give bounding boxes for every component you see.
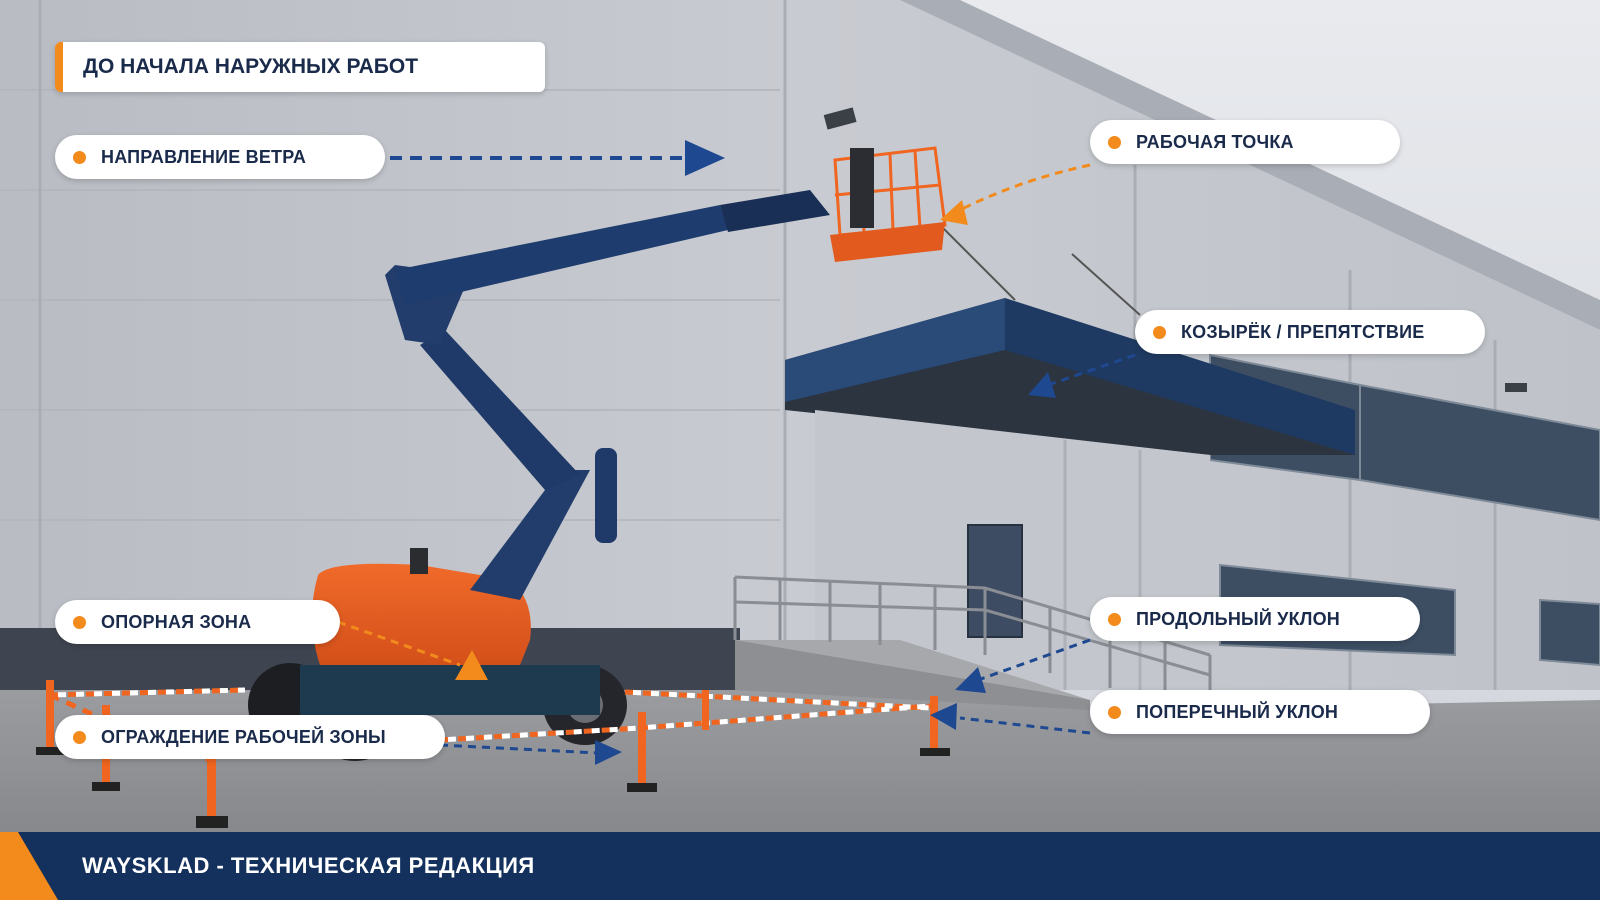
canopy-front: [785, 298, 1005, 402]
wind-arrow-head: [685, 140, 725, 176]
callout-support-zone: ОПОРНАЯ ЗОНА: [55, 600, 340, 644]
canopy-underside: [785, 350, 1355, 455]
long-slope-arrow-line: [977, 638, 1091, 682]
bullet-dot: [1153, 325, 1166, 339]
canopy-arrow-head: [1028, 372, 1056, 398]
support-arrow-line: [337, 620, 461, 667]
wall-lamp: [823, 107, 857, 130]
footer-text: WAYSKLAD - ТЕХНИЧЕСКАЯ РЕДАКЦИЯ: [82, 853, 535, 878]
cross-slope-arrow-head: [930, 703, 957, 730]
fence-arrow-head: [595, 740, 622, 765]
header-title-box: ДО НАЧАЛА НАРУЖНЫХ РАБОТ: [55, 42, 545, 92]
callout-work-point-label: РАБОЧАЯ ТОЧКА: [1136, 131, 1294, 152]
footer-bar: WAYSKLAD - ТЕХНИЧЕСКАЯ РЕДАКЦИЯ: [0, 832, 1600, 900]
canopy-tie-rod-2: [1071, 253, 1141, 316]
bullet-dot: [73, 150, 86, 164]
callout-cross-slope: ПОПЕРЕЧНЫЙ УКЛОН: [1090, 690, 1430, 734]
bullet-dot: [73, 730, 86, 744]
support-arrow-head: [455, 650, 488, 680]
canopy-arrow-line: [1047, 353, 1136, 387]
callout-cross-slope-label: ПОПЕРЕЧНЫЙ УКЛОН: [1136, 701, 1339, 722]
bullet-dot: [1108, 612, 1121, 626]
roof-edge: [900, 0, 1600, 330]
footer-accent-triangle: [0, 832, 58, 900]
callout-long-slope: ПРОДОЛЬНЫЙ УКЛОН: [1090, 597, 1420, 641]
entrance-door: [967, 524, 1023, 638]
callout-fence-label: ОГРАЖДЕНИЕ РАБОЧЕЙ ЗОНЫ: [101, 726, 386, 747]
boom-lift: [248, 146, 947, 761]
callout-wind: НАПРАВЛЕНИЕ ВЕТРА: [55, 135, 385, 179]
header-accent-bar: [55, 42, 63, 92]
work-point-arrow-line: [959, 163, 1091, 212]
callout-long-slope-label: ПРОДОЛЬНЫЙ УКЛОН: [1136, 608, 1340, 629]
callout-wind-label: НАПРАВЛЕНИЕ ВЕТРА: [101, 146, 307, 167]
long-slope-arrow-head: [955, 667, 986, 693]
work-point-arrow-head: [940, 200, 968, 225]
callout-fence: ОГРАЖДЕНИЕ РАБОЧЕЙ ЗОНЫ: [55, 715, 445, 759]
callout-canopy-label: КОЗЫРЁК / ПРЕПЯТСТВИЕ: [1181, 321, 1425, 342]
wall-lamp-2: [1505, 383, 1527, 392]
bullet-dot: [1108, 135, 1121, 149]
annotation-arrows: [337, 140, 1136, 765]
callout-canopy: КОЗЫРЁК / ПРЕПЯТСТВИЕ: [1135, 310, 1485, 354]
header-title: ДО НАЧАЛА НАРУЖНЫХ РАБОТ: [83, 55, 419, 78]
canopy-tie-rod: [939, 224, 1016, 301]
fence-arrow-line: [439, 743, 599, 755]
bullet-dot: [1108, 705, 1121, 719]
callout-support-zone-label: ОПОРНАЯ ЗОНА: [101, 611, 252, 632]
bullet-dot: [73, 615, 86, 629]
callout-work-point: РАБОЧАЯ ТОЧКА: [1090, 120, 1400, 164]
cross-slope-arrow-line: [959, 716, 1091, 735]
